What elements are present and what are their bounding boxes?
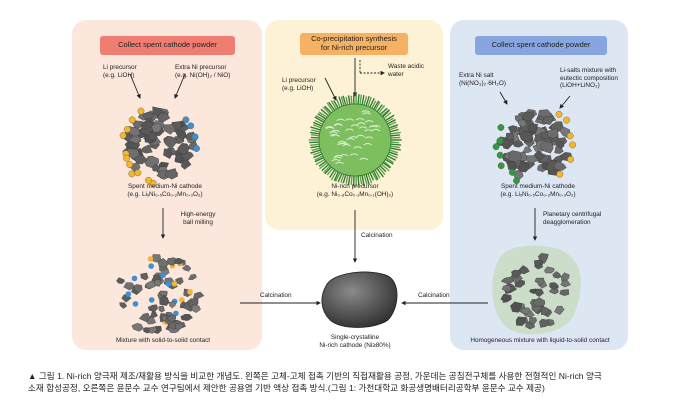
ni-salt-label: Extra Ni salt(Ni(NO₃)₂·6H₂O) [459,72,506,87]
caption-line-2: 소재 합성공정, 오른쪽은 윤문수 교수 연구팀에서 제안한 공용염 기반 액상… [28,383,545,394]
middle-arrows [324,58,385,263]
right-arrows [499,91,571,241]
left-li-precursor-label: Li precursor(e.g. LiOH) [103,64,137,79]
solid-state-route-panel [72,20,262,350]
caption-line-1: ▲ 그림 1. Ni-rich 양극재 제조/재활용 방식을 비교한 개념도. … [28,371,602,381]
right-spent-cathode-particle [492,109,576,185]
schematic-figure: Collect spent cathode powder Li precurso… [72,20,628,350]
right-panel-header: Collect spent cathode powder [475,36,607,55]
left-calcination-label: Calcination [260,292,292,299]
left-result-label: Mixture with solid-to-solid contact [115,337,211,344]
figure-caption: ▲ 그림 1. Ni-rich 양극재 제조/재활용 방식을 비교한 개념도. … [28,370,678,395]
left-panel-header: Collect spent cathode powder [100,36,235,55]
middle-li-precursor-label: Li precursor(e.g. LiOH) [282,77,316,92]
single-crystal-product [321,271,398,328]
left-arrows [129,73,186,239]
middle-calcination-label: Calcination [361,232,393,239]
left-ni-precursor-label: Extra Ni precursor(e.g. Ni(OH)₂ / NiO) [175,64,231,79]
schematic-artwork [116,58,581,335]
right-result-label: Homogeneous mixture with liquid-to-solid… [470,337,610,344]
right-cathode-label: Spent medium-Ni cathode(e.g. LiₓNi₀.₅Co₀… [500,183,576,198]
left-cathode-label: Spent medium-Ni cathode(e.g. LiₓNi₀.₅Co₀… [127,183,203,198]
left-spent-cathode-particle [119,106,200,187]
left-solid-mixture [116,254,205,334]
ni-rich-precursor-particle [308,93,402,187]
right-calcination-label: Calcination [418,292,450,299]
right-liquid-mixture [492,245,581,335]
ni-rich-precursor-label: Ni-rich precursor(e.g. Ni₀.₈Co₀.₁Mn₀.₁(O… [316,183,394,198]
